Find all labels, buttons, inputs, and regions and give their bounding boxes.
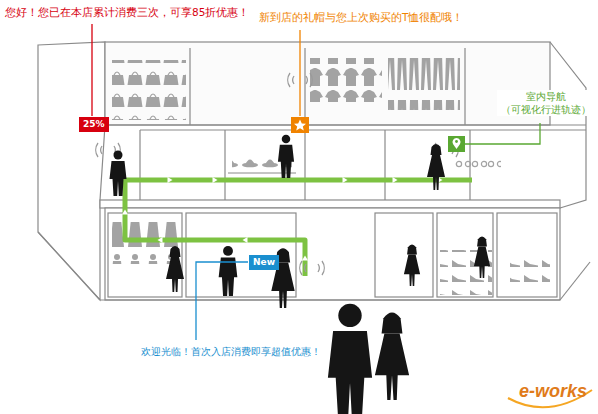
signal-waves: [96, 73, 459, 275]
shelf-goods: [112, 58, 550, 295]
badge-text: 25%: [83, 119, 105, 129]
callout-leaders: [92, 24, 540, 340]
location-pin-icon: [448, 136, 465, 152]
new-badge: New: [249, 255, 279, 270]
recommendation-message: 新到店的礼帽与您上次购买的T恤很配哦！: [258, 11, 464, 25]
building-outline: [38, 42, 590, 300]
badge-text: New: [253, 257, 275, 267]
shopper-silhouettes: [110, 135, 491, 414]
navigation-note: 室内导航 （可视化行进轨迹）: [497, 90, 595, 116]
welcome-message: 欢迎光临！首次入店消费即享超值优惠！: [140, 345, 322, 358]
loyalty-message: 您好！您已在本店累计消费三次，可享85折优惠！: [4, 6, 250, 20]
star-icon: [291, 117, 309, 133]
watermark: e-works: [518, 380, 588, 403]
discount-badge: 25%: [79, 117, 109, 132]
